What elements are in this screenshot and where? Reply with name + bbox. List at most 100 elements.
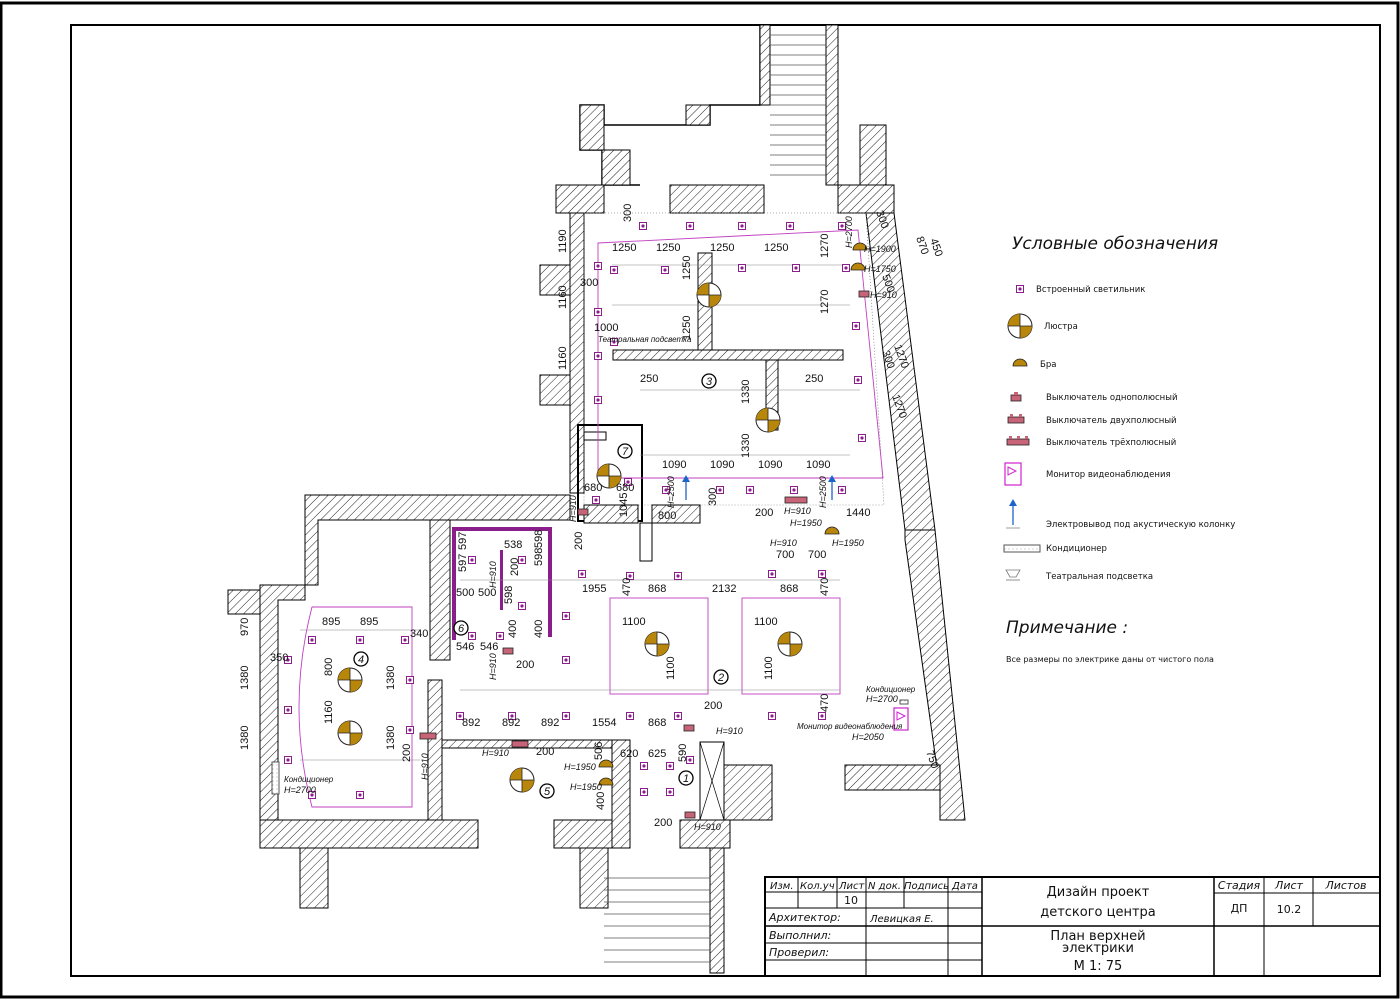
svg-text:1160: 1160 <box>557 346 569 370</box>
svg-text:895: 895 <box>360 616 378 628</box>
svg-text:H=1950: H=1950 <box>570 782 602 792</box>
svg-text:Кондиционер: Кондиционер <box>1046 544 1107 554</box>
svg-text:5: 5 <box>544 786 551 798</box>
svg-text:1380: 1380 <box>385 726 397 750</box>
svg-text:10: 10 <box>844 894 858 907</box>
svg-text:300: 300 <box>707 488 719 506</box>
svg-text:Листов: Листов <box>1324 879 1366 892</box>
switch-icon <box>419 732 437 740</box>
svg-text:200: 200 <box>401 744 413 762</box>
svg-text:970: 970 <box>239 618 251 636</box>
sconce-icon <box>850 262 866 271</box>
svg-text:Театральная подсветка: Театральная подсветка <box>598 335 692 344</box>
svg-text:6: 6 <box>458 623 465 635</box>
svg-text:1100: 1100 <box>754 616 778 628</box>
svg-text:1090: 1090 <box>758 459 782 471</box>
chandelier-icon <box>337 667 363 693</box>
svg-text:1160: 1160 <box>557 285 569 309</box>
svg-text:Театральная подсветка: Театральная подсветка <box>1045 572 1153 582</box>
svg-text:870: 870 <box>913 235 931 256</box>
recessed-light-icon <box>1016 285 1024 293</box>
svg-text:H=910: H=910 <box>568 495 578 522</box>
chandelier-icon <box>1007 313 1033 339</box>
svg-text:1: 1 <box>683 773 689 785</box>
svg-text:Изм.: Изм. <box>770 881 794 892</box>
svg-text:Выполнил:: Выполнил: <box>769 929 831 942</box>
svg-text:Дата: Дата <box>951 881 978 892</box>
stage-light-icon <box>1005 569 1021 581</box>
svg-text:750: 750 <box>923 749 941 770</box>
title-block: Изм. Кол.уч Лист N док. Подпись Дата 10 … <box>764 876 1381 977</box>
svg-text:546: 546 <box>480 641 498 653</box>
cctv-monitor-icon <box>1004 462 1022 486</box>
svg-text:Архитектор:: Архитектор: <box>768 911 841 924</box>
chandelier-icon <box>509 767 535 793</box>
speaker-outlet-icon <box>1006 499 1020 529</box>
svg-text:H=910: H=910 <box>488 561 498 588</box>
svg-text:200: 200 <box>536 746 554 758</box>
svg-text:598: 598 <box>533 548 545 566</box>
switch-icon <box>684 811 696 819</box>
svg-text:4: 4 <box>358 654 364 666</box>
svg-text:470: 470 <box>819 694 831 712</box>
svg-text:340: 340 <box>410 628 428 640</box>
svg-text:H=910: H=910 <box>482 748 509 758</box>
switch-icon <box>502 647 514 655</box>
svg-text:ДП: ДП <box>1231 902 1248 915</box>
svg-text:N док.: N док. <box>868 881 901 892</box>
drawing-scale: М 1: 75 <box>1074 959 1123 974</box>
cctv-monitor-icon <box>893 707 909 731</box>
svg-text:Люстра: Люстра <box>1044 322 1078 332</box>
sconce-icon <box>824 526 840 535</box>
svg-text:506: 506 <box>593 742 605 760</box>
svg-text:400: 400 <box>533 620 545 638</box>
svg-text:1380: 1380 <box>385 666 397 690</box>
svg-text:H=2050: H=2050 <box>852 732 884 742</box>
svg-text:1270: 1270 <box>819 234 831 258</box>
svg-text:500: 500 <box>456 587 474 599</box>
svg-text:895: 895 <box>322 616 340 628</box>
chandelier-icon <box>696 282 722 308</box>
svg-text:1100: 1100 <box>763 656 775 680</box>
svg-text:1330: 1330 <box>740 434 752 458</box>
svg-text:H=1950: H=1950 <box>564 762 596 772</box>
svg-text:538: 538 <box>504 539 522 551</box>
svg-text:300: 300 <box>580 277 598 289</box>
svg-text:1250: 1250 <box>681 256 693 280</box>
air-conditioner-icon <box>899 699 909 705</box>
svg-text:500: 500 <box>879 273 897 294</box>
svg-text:H=910: H=910 <box>770 538 797 548</box>
svg-text:1250: 1250 <box>710 242 734 254</box>
svg-text:868: 868 <box>648 717 666 729</box>
inner-frame <box>70 24 1381 977</box>
svg-text:620: 620 <box>620 748 638 760</box>
svg-text:Подпись: Подпись <box>904 881 949 892</box>
svg-text:2: 2 <box>717 672 724 684</box>
svg-text:1250: 1250 <box>681 316 693 340</box>
svg-text:H=910: H=910 <box>870 290 897 300</box>
svg-text:1250: 1250 <box>764 242 788 254</box>
svg-text:200: 200 <box>573 532 585 550</box>
svg-text:400: 400 <box>507 620 519 638</box>
svg-text:H=910: H=910 <box>784 506 811 516</box>
svg-text:Кондиционер: Кондиционер <box>866 685 916 694</box>
svg-text:Бра: Бра <box>1040 360 1056 370</box>
svg-text:Электровывод под акустическую: Электровывод под акустическую колонку <box>1046 520 1235 530</box>
svg-text:700: 700 <box>776 549 794 561</box>
svg-text:1000: 1000 <box>594 322 618 334</box>
svg-text:597: 597 <box>457 532 469 550</box>
svg-text:Выключатель двухполюсный: Выключатель двухполюсный <box>1046 416 1177 426</box>
svg-text:H=1950: H=1950 <box>832 538 864 548</box>
svg-text:H=2700: H=2700 <box>866 694 898 704</box>
svg-text:H=2700: H=2700 <box>844 216 854 248</box>
svg-text:1100: 1100 <box>622 616 646 628</box>
svg-text:892: 892 <box>502 717 520 729</box>
svg-text:680: 680 <box>584 482 602 494</box>
svg-text:1380: 1380 <box>239 666 251 690</box>
svg-text:1090: 1090 <box>806 459 830 471</box>
svg-text:200: 200 <box>654 817 672 829</box>
svg-text:Левицкая Е.: Левицкая Е. <box>869 914 934 925</box>
svg-text:470: 470 <box>621 578 633 596</box>
